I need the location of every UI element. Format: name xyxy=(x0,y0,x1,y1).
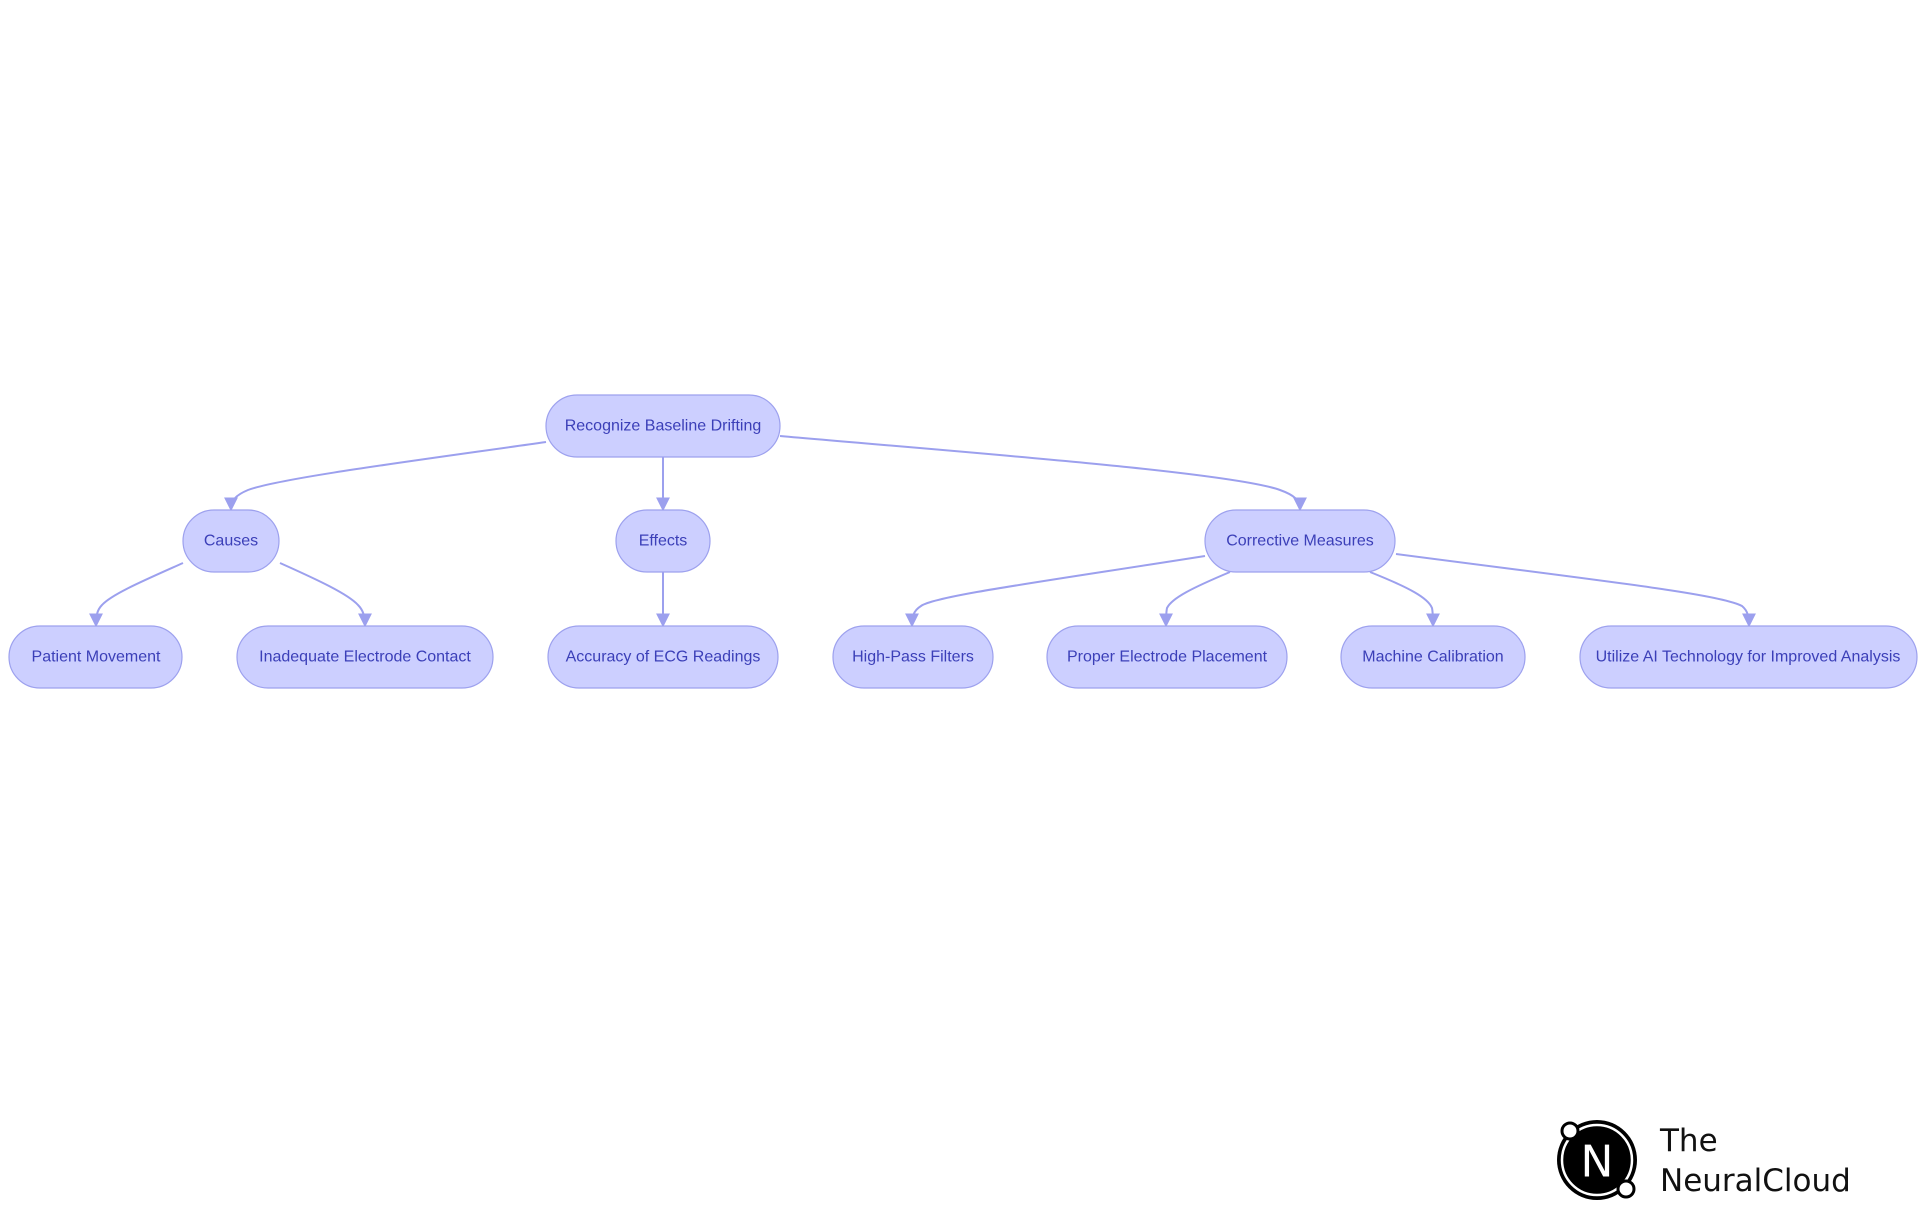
edge-corrective-ai-tech xyxy=(1395,553,1756,628)
neuralcloud-logo-icon: N xyxy=(1557,1120,1637,1200)
edge-corrective-high-pass xyxy=(905,555,1206,628)
edge-root-causes xyxy=(224,441,547,512)
node-utilize-ai-technology[interactable]: Utilize AI Technology for Improved Analy… xyxy=(1579,625,1918,689)
node-label: Machine Calibration xyxy=(1362,649,1503,666)
node-machine-calibration[interactable]: Machine Calibration xyxy=(1340,625,1526,689)
node-patient-movement[interactable]: Patient Movement xyxy=(8,625,183,689)
edge-corrective-placement xyxy=(1159,571,1231,628)
neuralcloud-logo: N The NeuralCloud xyxy=(1557,1120,1851,1200)
edges xyxy=(89,435,1756,628)
node-inadequate-electrode-contact[interactable]: Inadequate Electrode Contact xyxy=(236,625,494,689)
edge-corrective-calibration xyxy=(1369,571,1440,628)
node-causes[interactable]: Causes xyxy=(182,509,280,573)
nodes: Recognize Baseline Drifting Causes Effec… xyxy=(8,394,1918,689)
node-label: Causes xyxy=(204,533,258,550)
logo-line-1: The xyxy=(1659,1123,1718,1159)
node-label: Accuracy of ECG Readings xyxy=(566,649,761,666)
edge-causes-patient-movement xyxy=(89,562,184,628)
logo-mark-letter: N xyxy=(1581,1137,1614,1188)
logo-line-2: NeuralCloud xyxy=(1660,1163,1851,1199)
node-label: Effects xyxy=(639,533,688,550)
node-recognize-baseline-drifting[interactable]: Recognize Baseline Drifting xyxy=(545,394,781,458)
node-label: Recognize Baseline Drifting xyxy=(565,418,762,435)
node-label: Inadequate Electrode Contact xyxy=(259,649,471,666)
node-label: Patient Movement xyxy=(32,649,162,666)
node-accuracy-of-ecg-readings[interactable]: Accuracy of ECG Readings xyxy=(547,625,779,689)
node-label: Corrective Measures xyxy=(1226,533,1374,550)
node-effects[interactable]: Effects xyxy=(615,509,711,573)
edge-causes-inadequate-contact xyxy=(279,562,372,628)
node-corrective-measures[interactable]: Corrective Measures xyxy=(1204,509,1396,573)
node-label: High-Pass Filters xyxy=(852,649,974,666)
edge-root-corrective xyxy=(779,435,1307,512)
node-label: Proper Electrode Placement xyxy=(1067,649,1268,666)
node-high-pass-filters[interactable]: High-Pass Filters xyxy=(832,625,994,689)
node-proper-electrode-placement[interactable]: Proper Electrode Placement xyxy=(1046,625,1288,689)
node-label: Utilize AI Technology for Improved Analy… xyxy=(1596,649,1901,666)
